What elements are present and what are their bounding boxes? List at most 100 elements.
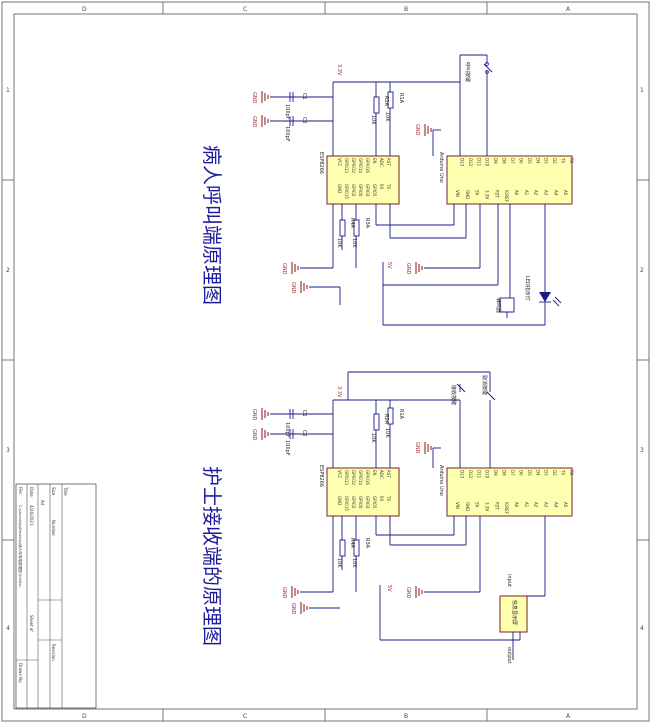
top-esp-pin-rst: RST — [386, 158, 391, 166]
drawn-by-label: Drawn By: — [18, 663, 23, 683]
zone-letter-c-top: C — [243, 6, 247, 13]
bottom-esp-pin-gpio5: GPIO5 — [372, 496, 377, 509]
top-5v-label: 5V — [386, 262, 392, 269]
bottom-c2-value: 100pF — [284, 440, 290, 456]
top-esp-pin-gnd: GND — [337, 184, 342, 193]
bottom-arduino-pin-rst: RST — [494, 502, 499, 510]
top-circuit: 病人呼叫端原理图 3.3V C1 100pF C2 100pF GND GND … — [200, 54, 574, 326]
top-arduino-pin-33v: 3.3V — [485, 190, 490, 199]
bottom-arduino-name: Arduino Uno — [438, 465, 444, 496]
bottom-esp-pin-rst: RST — [386, 470, 391, 478]
bottom-arduino-pin-d5: D5 — [527, 470, 532, 476]
bottom-esp-pin-gpio2: GPIO2 — [351, 496, 356, 509]
top-gnd-esp: GND — [281, 263, 287, 275]
bottom-arduino-pin-d4: D4 — [535, 470, 540, 476]
bottom-display-label: 信息显示屏 — [511, 600, 518, 625]
bottom-arduino-pin-gnd: GND — [465, 502, 470, 511]
bottom-gnd-esp: GND — [281, 587, 287, 599]
top-arduino-pin-d10: D10 — [485, 158, 490, 167]
top-arduino-pin-rx: RX — [569, 158, 574, 164]
top-esp-pin-gpio4: GPIO4 — [365, 184, 370, 197]
zone-letter-a-bottom: A — [566, 713, 571, 720]
top-c2-value: 100pF — [284, 126, 290, 142]
zone-letter-b-top: B — [404, 6, 408, 13]
zone-letter-b-bottom: B — [404, 713, 408, 720]
bottom-r3a-label: R3A — [364, 538, 370, 549]
top-buzzer-label: 蜂鸣器 — [495, 298, 502, 313]
zone-letter-d-top: D — [82, 6, 87, 13]
size-value: A4 — [40, 500, 45, 506]
bottom-gnd-c2: GND — [251, 429, 257, 441]
top-gnd-left: GND — [290, 282, 296, 294]
bottom-arduino-pin-d10: D10 — [485, 470, 490, 479]
top-3v3-label: 3.3V — [336, 64, 342, 76]
bottom-c1-label: C1 — [301, 410, 307, 417]
bottom-esp-pin-gpio0: GPIO0 — [358, 496, 363, 509]
top-arduino-pin-d9: D9 — [493, 158, 498, 164]
bottom-arduino-pin-d6: D6 — [518, 470, 523, 476]
file-label: File: — [18, 487, 23, 495]
top-arduino-pin-d2: D2 — [552, 158, 557, 164]
bottom-r2a-label: R2A — [383, 414, 389, 425]
zone-number-2-right: 2 — [640, 267, 644, 274]
bottom-arduino-pin-vin: VIN — [455, 502, 460, 509]
top-arduino-pin-a4: A4 — [553, 190, 558, 196]
bottom-r1a-label: R1A — [398, 409, 404, 420]
top-esp-pin-tx: TX — [386, 183, 391, 189]
top-arduino-pin-d13: D13 — [459, 158, 464, 167]
top-r3a — [353, 219, 360, 237]
bottom-circuit-title: 护士接收端的原理图 — [200, 466, 224, 646]
bottom-esp-pin-gpio13: GPIO13 — [344, 470, 349, 485]
top-arduino-pin-d4: D4 — [535, 158, 540, 164]
bottom-esp-pin-gnd: GND — [337, 496, 342, 505]
top-r4a-value: 10K — [336, 238, 342, 248]
zone-letter-d-bottom: D — [82, 713, 87, 720]
bottom-input-label: input — [506, 574, 512, 587]
bottom-arduino-pin-d11: D11 — [476, 470, 481, 479]
bottom-esp-pin-gpio15: GPIO15 — [344, 496, 349, 511]
top-arduino-pin-a0: A0 — [514, 190, 519, 196]
bottom-r3a-value: 10K — [351, 558, 357, 568]
bottom-r4a-label: R4A — [349, 538, 355, 549]
bottom-esp-pin-en: EN — [372, 470, 377, 476]
bottom-arduino-pin-d12: D12 — [468, 470, 473, 479]
top-arduino-pin-d5: D5 — [527, 158, 532, 164]
bottom-cancel-button-label: 取消按键 — [481, 375, 488, 395]
bottom-arduino-pin-d8: D8 — [502, 470, 507, 476]
top-esp-pin-gpio15: GPIO15 — [344, 184, 349, 199]
top-r1a-label: R1A — [398, 93, 404, 104]
bottom-arduino-pin-a1: A1 — [524, 502, 529, 508]
top-arduino-pin-gnd: GND — [465, 190, 470, 199]
top-arduino-pin-d6: D6 — [518, 158, 523, 164]
bottom-arduino-pin-d3: D3 — [544, 470, 549, 476]
bottom-esp-pin-gpio12: GPIO12 — [351, 470, 356, 485]
revision-label: Revision — [51, 644, 56, 661]
bottom-arduino-pin-a5: A5 — [563, 502, 568, 508]
top-arduino-pin-ioref: IOREF — [504, 190, 509, 203]
bottom-esp-pin-gpio16: GPIO16 — [365, 470, 370, 485]
top-esp-pin-gpio12: GPIO12 — [351, 158, 356, 173]
bottom-arduino-pin-5v: 5V — [475, 502, 480, 508]
top-esp-pin-vcc: VCC — [337, 158, 342, 167]
bottom-arduino-pin-rx: RX — [569, 470, 574, 476]
top-gnd-right: GND — [405, 263, 411, 275]
top-arduino-pin-d3: D3 — [544, 158, 549, 164]
top-arduino-pin-d7: D7 — [510, 158, 515, 164]
title-label: Title — [63, 486, 68, 496]
top-esp-pin-gpio14: GPIO14 — [358, 158, 363, 173]
top-arduino-name: Arduino Uno — [438, 152, 444, 183]
top-esp8266-chip — [326, 155, 400, 205]
top-call-button-label: 呼叫按键 — [464, 62, 471, 82]
bottom-r1a-value: 10K — [384, 428, 390, 438]
top-arduino-pin-d8: D8 — [502, 158, 507, 164]
bottom-c2-label: C2 — [301, 430, 307, 437]
top-r4a-label: R4A — [349, 218, 355, 229]
top-esp-pin-gpio0: GPIO0 — [358, 184, 363, 197]
zone-number-4-left: 4 — [6, 625, 10, 632]
zone-letter-c-bottom: C — [243, 713, 247, 720]
bottom-arduino-pin-d2: D2 — [552, 470, 557, 476]
sheet-of-label: Sheet of — [29, 615, 34, 632]
bottom-esp-pin-tx: TX — [386, 495, 391, 501]
zone-number-1-right: 1 — [640, 87, 644, 94]
top-esp-pin-adc: ADC — [379, 158, 384, 167]
